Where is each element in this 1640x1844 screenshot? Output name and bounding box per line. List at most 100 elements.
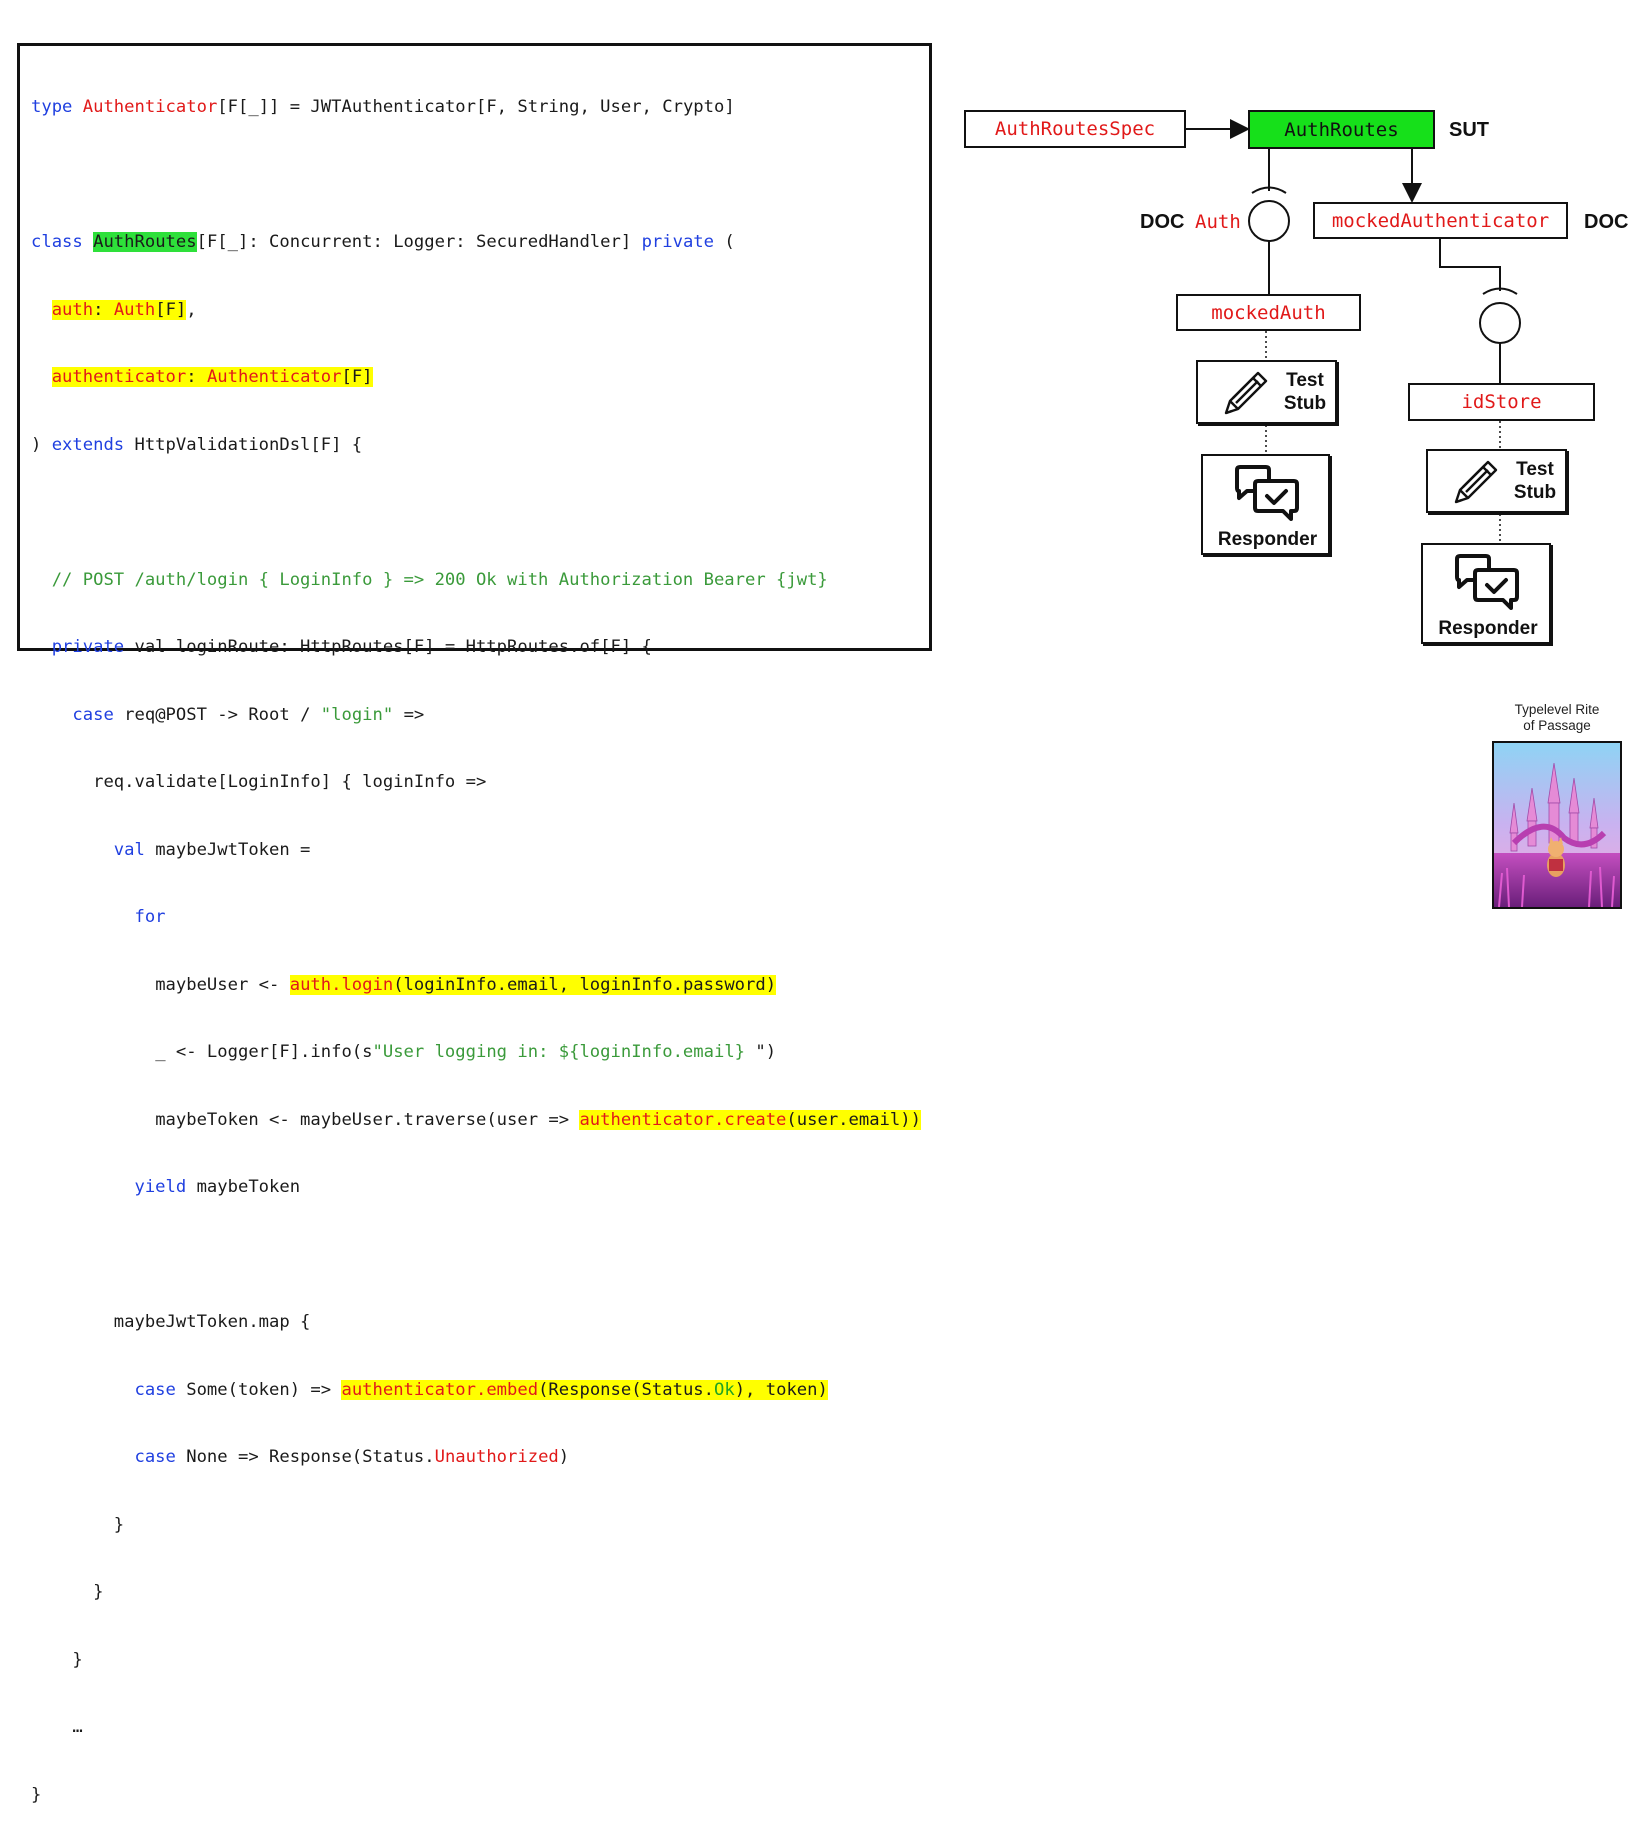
course-caption: Typelevel Rite of Passage — [1497, 702, 1617, 734]
code-line-blank — [31, 164, 921, 187]
code-line-22: } — [31, 1514, 921, 1537]
box-label: idStore — [1461, 391, 1542, 413]
code-text: [F[_]: Concurrent: Logger: SecuredHandle… — [196, 232, 632, 252]
code-text: ( — [724, 232, 735, 252]
keyword: extends — [51, 434, 125, 455]
code-text: : — [186, 367, 207, 387]
code-text: (loginInfo.email, loginInfo.password) — [393, 974, 777, 995]
code-line-21: case None => Response(Status.Unauthorize… — [31, 1446, 921, 1469]
code-line-11: req.validate[LoginInfo] { loginInfo => — [31, 771, 921, 794]
chat-check-icon — [1235, 465, 1299, 521]
code-text: req.validate[LoginInfo] { loginInfo => — [93, 772, 487, 792]
mocked-authenticator-box: mockedAuthenticator — [1313, 202, 1568, 239]
code-text: req@POST -> Root / — [113, 704, 321, 725]
responder-text: Responder — [1217, 529, 1318, 550]
socket-auth — [1251, 186, 1287, 194]
code-line-15: _ <- Logger[F].info(s"User logging in: $… — [31, 1041, 921, 1064]
code-line-6: ) extends HttpValidationDsl[F] { — [31, 434, 921, 457]
box-label: AuthRoutesSpec — [994, 118, 1156, 140]
box-label: mockedAuthenticator — [1331, 209, 1550, 232]
type-name: Auth — [113, 299, 156, 320]
method-call: auth.login — [289, 974, 394, 995]
code-text: Some(token) => — [175, 1379, 342, 1400]
code-line-26: } — [31, 1784, 921, 1807]
code-text: [F] — [155, 299, 187, 320]
code-line-10: case req@POST -> Root / "login" => — [31, 704, 921, 727]
code-line-13: for — [31, 906, 921, 929]
code-text: val loginRoute: HttpRoutes[F] = HttpRout… — [124, 637, 652, 657]
code-line-8: // POST /auth/login { LoginInfo } => 200… — [31, 569, 921, 592]
code-text: , — [186, 299, 197, 320]
line-authenticator-to-idstore — [1439, 239, 1501, 291]
code-line-16: maybeToken <- maybeUser.traverse(user =>… — [31, 1109, 921, 1132]
code-text: ) — [31, 434, 52, 455]
keyword: case — [134, 1379, 176, 1400]
keyword: private — [51, 637, 125, 657]
code-text: None => Response(Status. — [175, 1447, 435, 1467]
code-line-20: case Some(token) => authenticator.embed(… — [31, 1379, 921, 1402]
method-call: authenticator.embed — [341, 1379, 539, 1400]
code-text: } — [31, 1784, 42, 1805]
code-text: [F[_]] = JWTAuthenticator[F, String, Use… — [217, 97, 735, 117]
doc-label-left: DOC — [1140, 211, 1185, 233]
code-text: } — [72, 1649, 83, 1670]
type-name: Authenticator — [82, 97, 218, 117]
code-text: : — [93, 299, 114, 320]
code-line-5: authenticator: Authenticator[F] — [31, 366, 921, 389]
responder-text: Responder — [1438, 618, 1538, 639]
code-line-4: auth: Auth[F], — [31, 299, 921, 322]
auth-routes-sut-box: AuthRoutes — [1248, 110, 1435, 149]
keyword: private — [641, 232, 714, 252]
code-text: maybeToken — [186, 1177, 301, 1197]
course-poster-image — [1492, 741, 1622, 909]
code-text: (user.email)) — [786, 1109, 921, 1130]
method-call: authenticator.create — [579, 1109, 787, 1130]
code-text: maybeUser <- — [155, 974, 290, 995]
code-line-3: class AuthRoutes[F[_]: Concurrent: Logge… — [31, 231, 921, 254]
code-text: } — [93, 1582, 104, 1602]
code-line-1: type Authenticator[F[_]] = JWTAuthentica… — [31, 96, 921, 119]
responder-card-left: Responder — [1201, 454, 1330, 555]
code-text: => — [393, 704, 425, 725]
code-text: } — [113, 1514, 125, 1535]
id-store-box: idStore — [1408, 383, 1595, 421]
class-name-highlight: AuthRoutes — [93, 232, 197, 252]
doc-label-right: DOC — [1584, 211, 1629, 233]
code-line-17: yield maybeToken — [31, 1176, 921, 1199]
code-text: [F] — [341, 367, 373, 387]
keyword: case — [134, 1447, 176, 1467]
param-name: authenticator — [51, 367, 187, 387]
code-text: (Response(Status. — [538, 1379, 714, 1400]
code-line-9: private val loginRoute: HttpRoutes[F] = … — [31, 636, 921, 659]
code-line-19: maybeJwtToken.map { — [31, 1311, 921, 1334]
keyword: val — [113, 839, 145, 860]
auth-interface-label: Auth — [1195, 211, 1241, 233]
socket-idstore — [1482, 287, 1518, 295]
keyword: for — [134, 907, 166, 927]
type-name: Authenticator — [206, 367, 342, 387]
idstore-interface-icon — [1479, 302, 1521, 344]
box-label: AuthRoutes — [1284, 118, 1399, 141]
code-panel: type Authenticator[F[_]] = JWTAuthentica… — [17, 43, 932, 1805]
chat-check-icon — [1455, 554, 1519, 610]
code-line-12: val maybeJwtToken = — [31, 839, 921, 862]
caption-line-2: of Passage — [1523, 718, 1591, 733]
code-line-24: } — [31, 1649, 921, 1672]
code-block: type Authenticator[F[_]] = JWTAuthentica… — [31, 51, 921, 1844]
code-comment: // POST /auth/login { LoginInfo } => 200… — [51, 569, 828, 590]
box-label: mockedAuth — [1211, 301, 1326, 324]
code-text: maybeJwtToken.map { — [113, 1312, 311, 1332]
keyword: case — [72, 704, 114, 725]
keyword: type — [31, 97, 73, 117]
code-text: ) — [558, 1447, 570, 1467]
pencil-icon — [1454, 460, 1498, 504]
mocked-auth-box: mockedAuth — [1176, 294, 1361, 331]
param-name: auth — [51, 299, 94, 320]
code-line-23: } — [31, 1581, 921, 1604]
auth-interface-icon — [1248, 200, 1290, 242]
code-text: ") — [745, 1042, 777, 1062]
